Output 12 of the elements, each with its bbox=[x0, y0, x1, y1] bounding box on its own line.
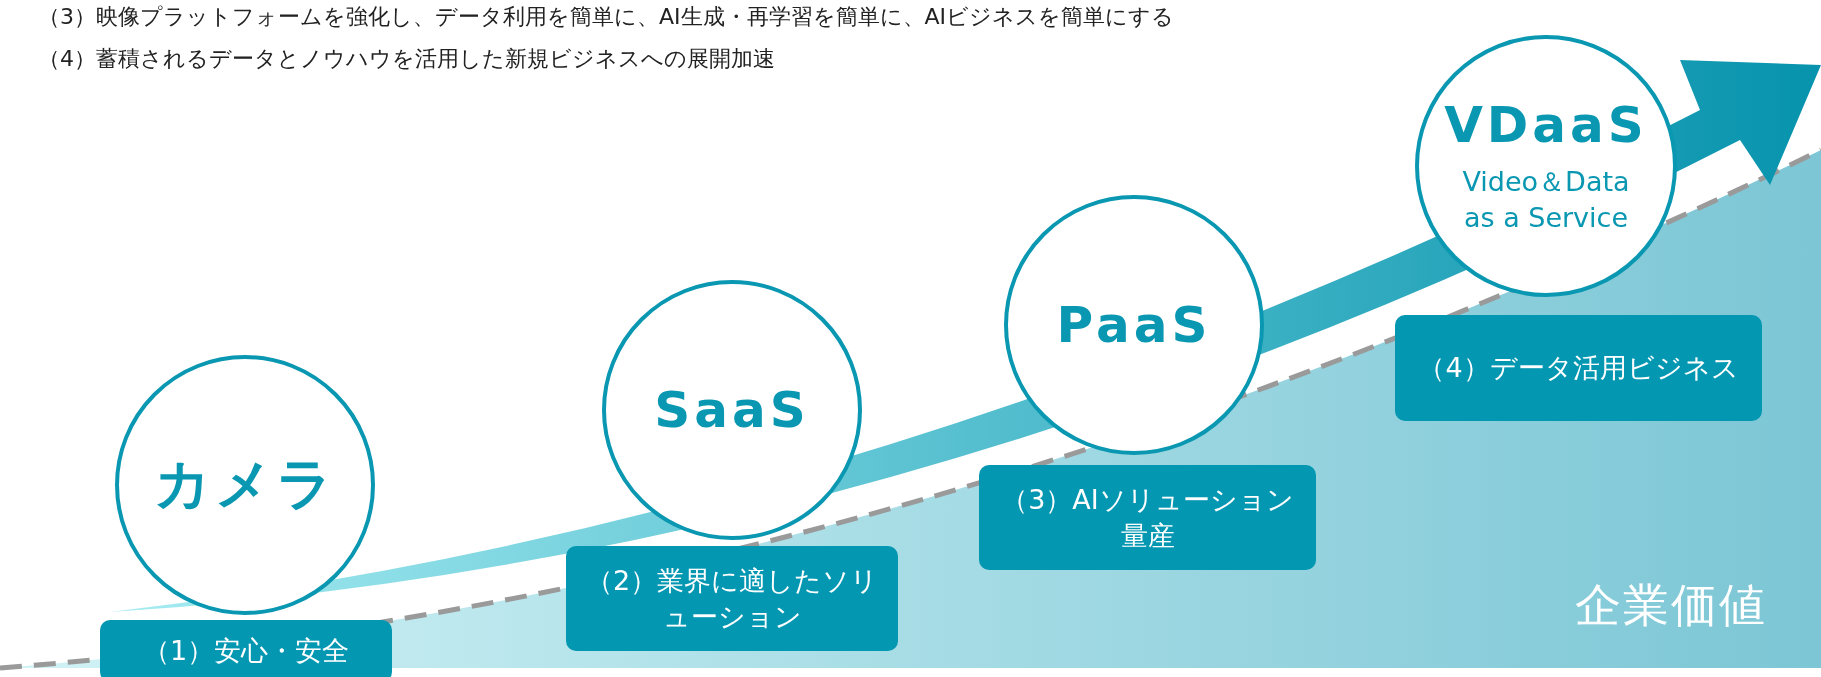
note-text: （3）映像プラットフォームを強化し、データ利用を簡単に、AI生成・再学習を簡単に、AIビジネスを簡単にする bbox=[38, 3, 1175, 31]
stage-label: （2）業界に適したソリューション bbox=[566, 546, 898, 651]
circle-title: PaaS bbox=[1056, 296, 1212, 354]
stage-label: （4）データ活用ビジネス bbox=[1395, 315, 1762, 421]
axis-label: 企業価値 bbox=[1575, 577, 1767, 634]
circle-title: カメラ bbox=[153, 450, 337, 518]
subtitle: Video＆Data as a Service bbox=[1461, 164, 1631, 235]
circle-title: VDaaS bbox=[1444, 95, 1648, 154]
stage-label: （3）AIソリューション量産 bbox=[979, 465, 1316, 570]
stage-label: （1）安心・安全 bbox=[100, 620, 392, 677]
note-text: （4）蓄積されるデータとノウハウを活用した新規ビジネスへの展開加速 bbox=[38, 45, 775, 73]
circle-title: SaaS bbox=[654, 381, 810, 439]
